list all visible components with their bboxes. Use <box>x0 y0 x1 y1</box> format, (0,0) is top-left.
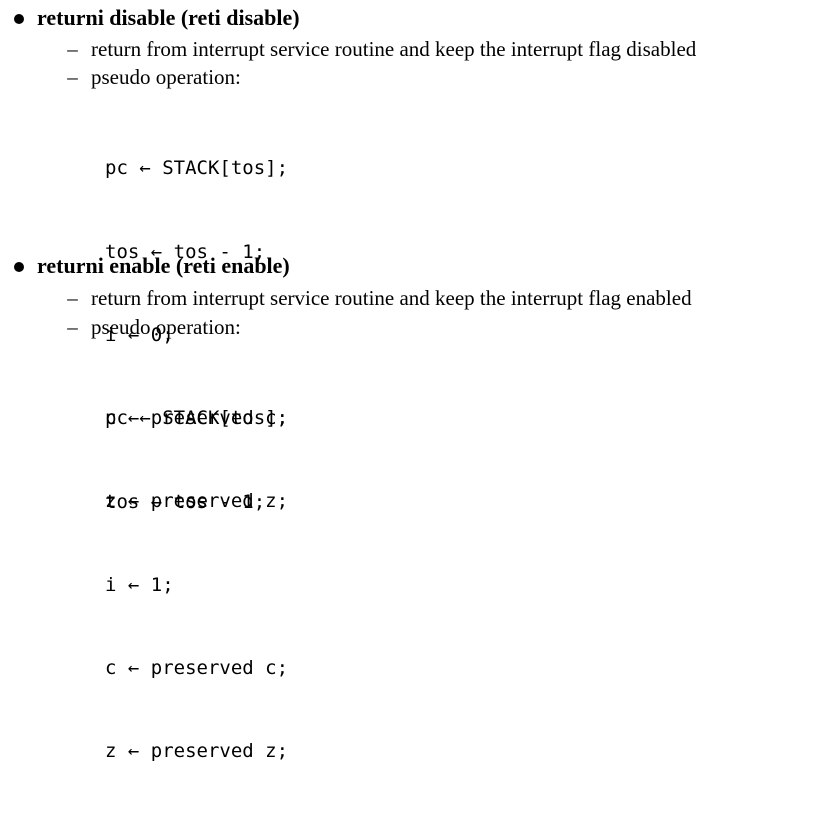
document-page: returni disable (reti disable) – return … <box>14 3 696 762</box>
description-text: return from interrupt service routine an… <box>91 285 692 310</box>
code-line: pc ← STACK[tos]; <box>105 407 289 430</box>
heading-text: returni enable (reti enable) <box>37 253 290 278</box>
code-line: c ← preserved c; <box>105 406 289 429</box>
heading-text: returni disable (reti disable) <box>37 5 300 30</box>
bullet-icon <box>14 14 24 24</box>
code-line: z ← preserved z; <box>105 739 289 762</box>
dash-icon: – <box>67 64 78 89</box>
section-heading: returni enable (reti enable) <box>14 251 290 281</box>
description-text: return from interrupt service routine an… <box>91 36 697 61</box>
code-block: pc ← STACK[tos]; tos ← tos - 1; i ← 0; c… <box>105 100 288 571</box>
code-block: pc ← STACK[tos]; tos ← tos - 1; i ← 1; c… <box>105 350 288 821</box>
dash-icon: – <box>67 285 78 310</box>
pseudo-operation-label: pseudo operation: <box>91 314 241 339</box>
code-line: pc ← STACK[tos]; <box>105 157 289 180</box>
code-line: i ← 1; <box>105 573 174 596</box>
dash-icon: – <box>67 36 78 61</box>
section-heading: returni disable (reti disable) <box>14 3 300 33</box>
code-line: i ← 0; <box>105 323 174 346</box>
pseudo-operation-label: pseudo operation: <box>91 64 241 89</box>
code-line: c ← preserved c; <box>105 656 289 679</box>
pseudo-operation-item: – pseudo operation: <box>66 313 241 341</box>
description-item: – return from interrupt service routine … <box>66 35 696 63</box>
bullet-icon <box>14 262 24 272</box>
pseudo-operation-item: – pseudo operation: <box>66 63 241 91</box>
description-item: – return from interrupt service routine … <box>66 284 692 312</box>
dash-icon: – <box>67 314 78 339</box>
code-line: tos ← tos - 1; <box>105 240 266 263</box>
